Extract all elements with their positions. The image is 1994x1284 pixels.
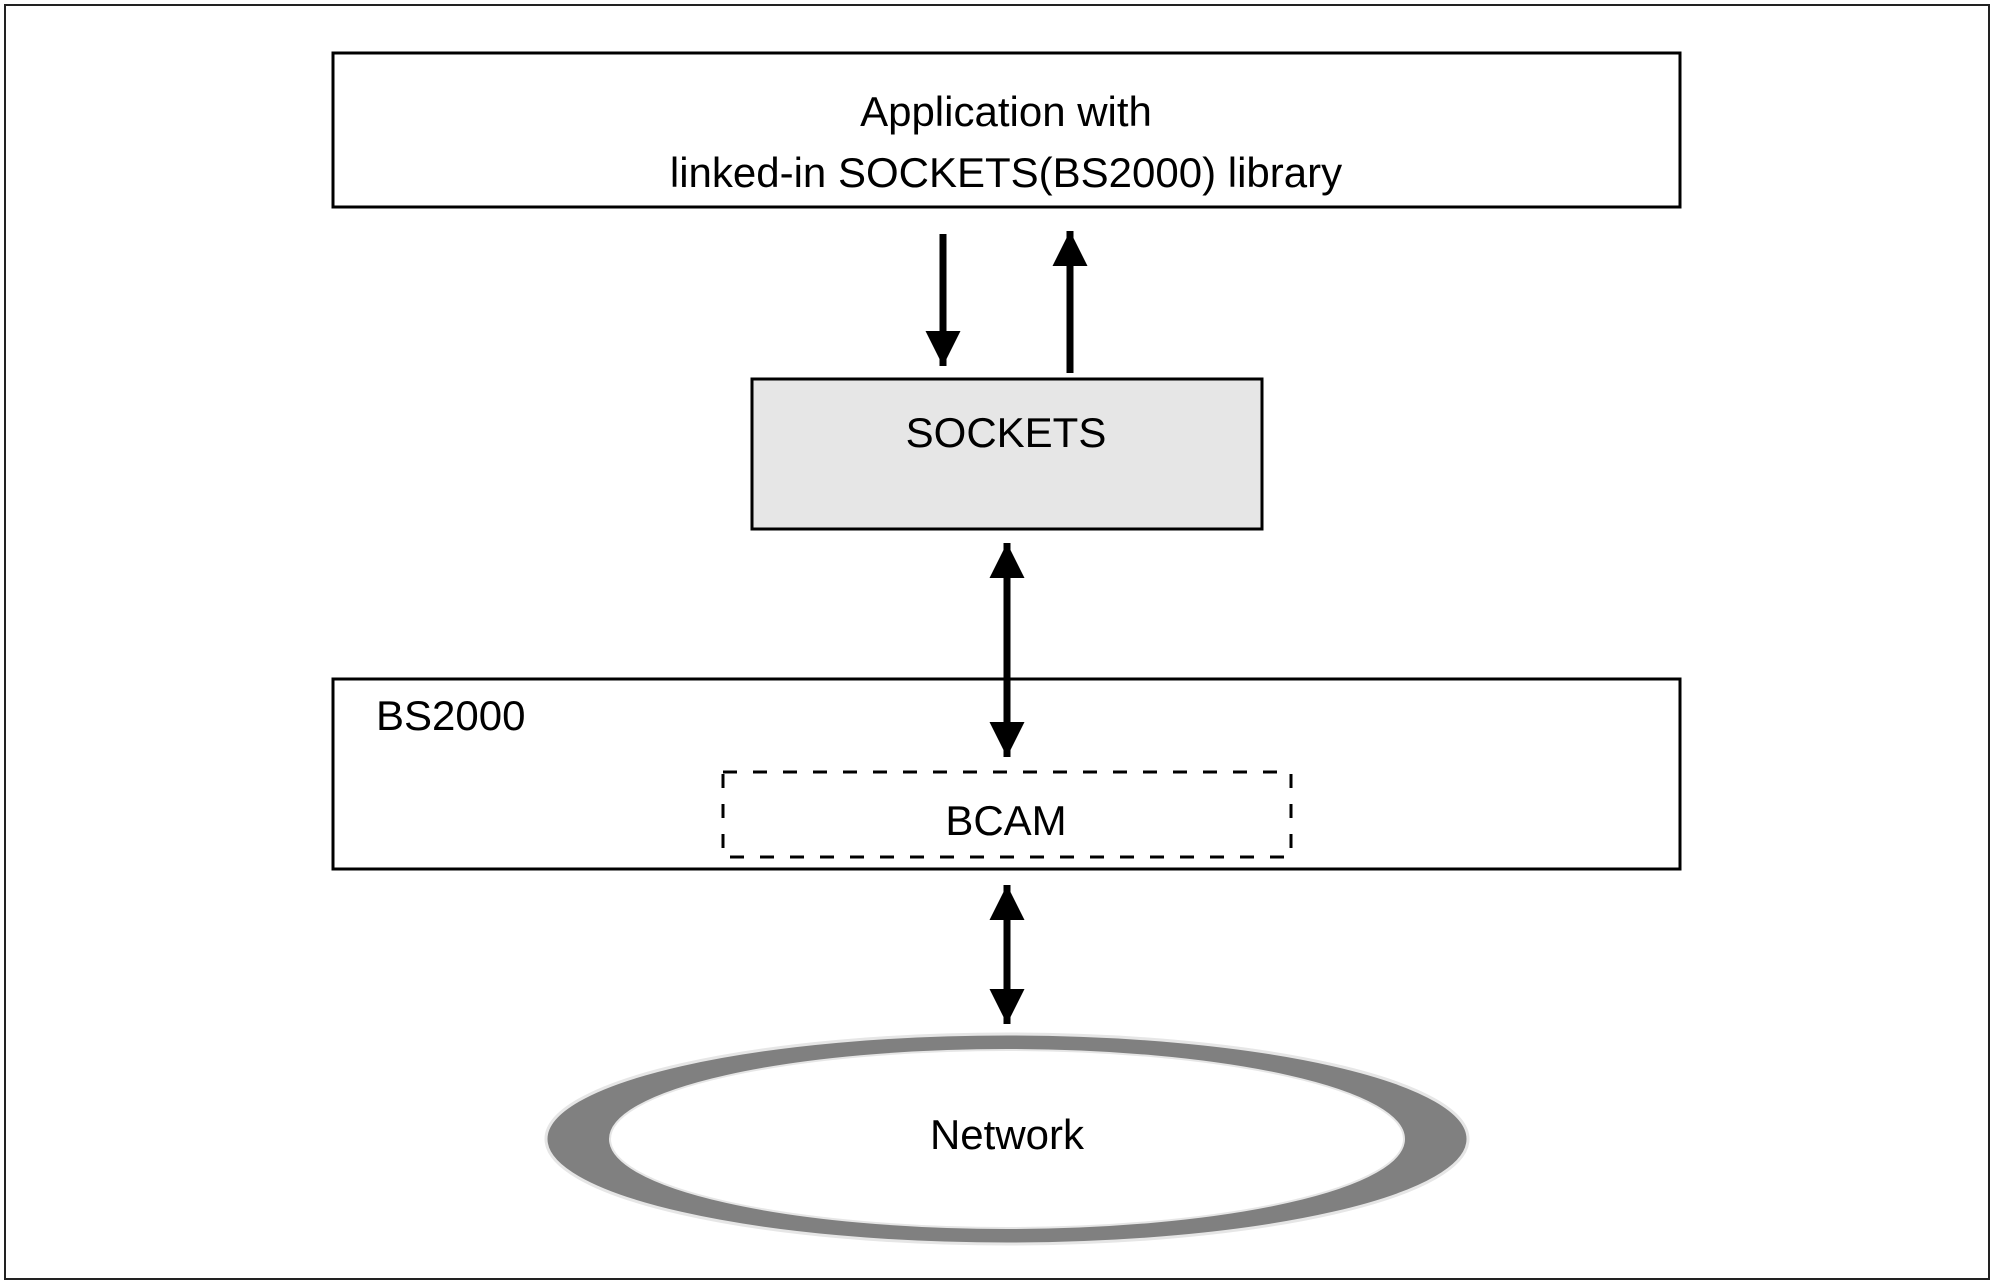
application-label-line1: Application with bbox=[860, 88, 1152, 135]
application-label-line2: linked-in SOCKETS(BS2000) library bbox=[670, 149, 1342, 196]
sockets-node: SOCKETS bbox=[750, 377, 1264, 531]
network-label: Network bbox=[930, 1111, 1085, 1158]
application-node: Application with linked-in SOCKETS(BS200… bbox=[331, 51, 1682, 209]
bs2000-label: BS2000 bbox=[376, 692, 525, 739]
bs2000-node: BS2000 bbox=[331, 677, 1682, 871]
application-box bbox=[331, 51, 1682, 209]
network-node: Network bbox=[544, 1032, 1470, 1246]
bcam-node: BCAM bbox=[721, 770, 1293, 859]
sockets-box bbox=[750, 377, 1264, 531]
bcam-label: BCAM bbox=[945, 797, 1066, 844]
network-ring-inner bbox=[609, 1049, 1405, 1229]
sockets-label: SOCKETS bbox=[906, 409, 1107, 456]
bs2000-box bbox=[331, 677, 1682, 871]
bcam-box bbox=[721, 770, 1293, 859]
